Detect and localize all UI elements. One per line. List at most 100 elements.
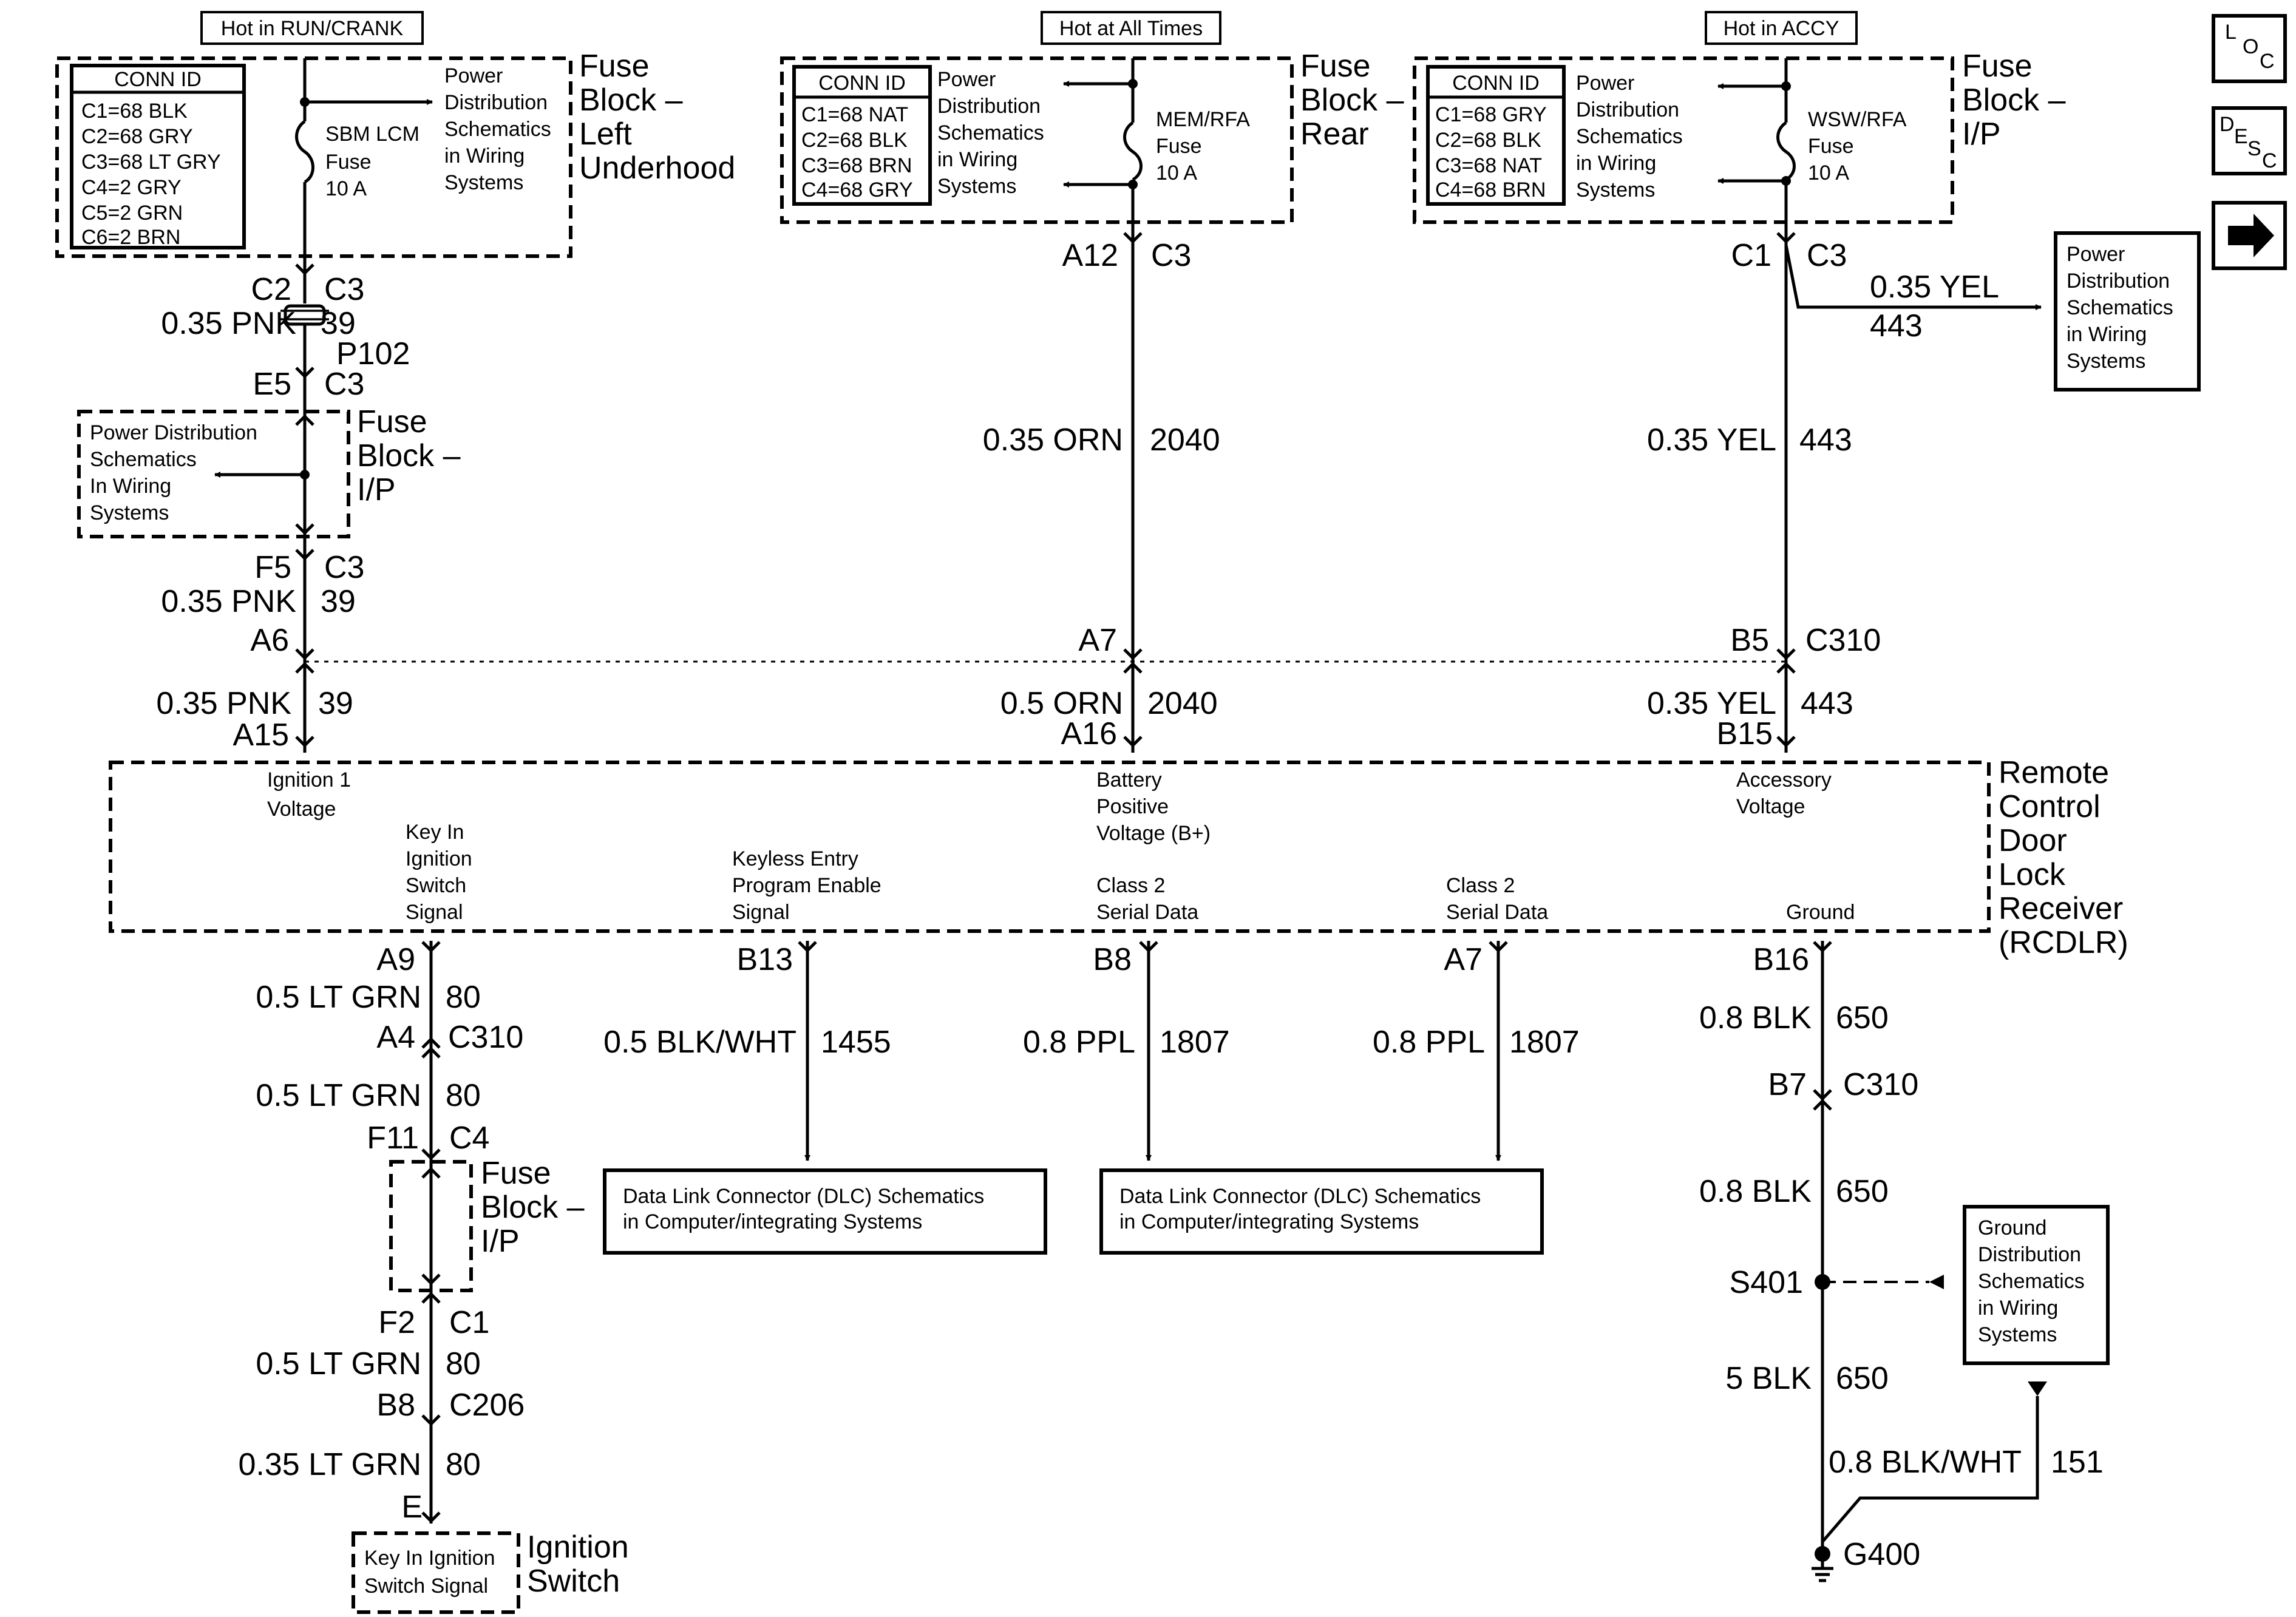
loc-button[interactable]: L O C bbox=[2212, 14, 2287, 83]
svg-text:A15: A15 bbox=[233, 717, 289, 753]
svg-text:0.35 PNK: 0.35 PNK bbox=[161, 306, 296, 341]
svg-text:Fuse: Fuse bbox=[1300, 49, 1371, 84]
svg-text:C3=68 NAT: C3=68 NAT bbox=[1435, 154, 1542, 177]
svg-text:Schematics: Schematics bbox=[937, 121, 1044, 144]
svg-text:B8: B8 bbox=[376, 1388, 415, 1423]
next-page-button[interactable] bbox=[2212, 201, 2287, 270]
wire-circuit-80: A9 0.5 LT GRN 80 A4 C310 0.5 LT GRN 80 F… bbox=[238, 941, 585, 1525]
svg-text:1807: 1807 bbox=[1509, 1025, 1580, 1060]
svg-text:Block –: Block – bbox=[579, 83, 683, 118]
svg-text:S401: S401 bbox=[1730, 1265, 1803, 1300]
power-source-run-crank-label: Hot in RUN/CRANK bbox=[221, 17, 404, 40]
svg-text:Schematics: Schematics bbox=[444, 118, 551, 141]
svg-text:Serial Data: Serial Data bbox=[1446, 901, 1548, 924]
svg-text:C206: C206 bbox=[449, 1388, 525, 1423]
svg-text:B7: B7 bbox=[1768, 1067, 1807, 1102]
svg-text:O: O bbox=[2243, 35, 2258, 58]
svg-text:CONN ID: CONN ID bbox=[818, 72, 906, 95]
svg-text:Door: Door bbox=[1999, 823, 2067, 858]
svg-text:Data Link Connector (DLC) Sche: Data Link Connector (DLC) Schematics bbox=[623, 1185, 984, 1208]
svg-text:2040: 2040 bbox=[1147, 686, 1218, 721]
wire-circuit-650: B16 0.8 BLK 650 B7 C310 0.8 BLK 650 S401… bbox=[1699, 941, 2104, 1582]
svg-text:C310: C310 bbox=[448, 1020, 523, 1055]
dlc-ref-box-2: Data Link Connector (DLC) Schematics in … bbox=[1099, 1168, 1544, 1255]
svg-text:Schematics: Schematics bbox=[2067, 296, 2173, 319]
svg-text:Systems: Systems bbox=[2067, 350, 2145, 373]
svg-text:Switch: Switch bbox=[406, 874, 466, 897]
svg-text:MEM/RFA: MEM/RFA bbox=[1156, 108, 1250, 131]
svg-text:A12: A12 bbox=[1062, 238, 1118, 273]
svg-text:Block –: Block – bbox=[1300, 83, 1404, 118]
svg-text:C3: C3 bbox=[324, 272, 364, 307]
svg-text:A9: A9 bbox=[376, 942, 415, 977]
fuse-block-ip-small bbox=[389, 1160, 473, 1292]
svg-text:(RCDLR): (RCDLR) bbox=[1999, 925, 2128, 960]
svg-text:Rear: Rear bbox=[1300, 117, 1369, 152]
power-source-all-times-label: Hot at All Times bbox=[1059, 17, 1203, 40]
svg-text:Receiver: Receiver bbox=[1999, 891, 2123, 926]
svg-text:A16: A16 bbox=[1061, 716, 1117, 751]
svg-text:C2=68 BLK: C2=68 BLK bbox=[801, 129, 908, 152]
svg-text:G400: G400 bbox=[1843, 1537, 1920, 1572]
svg-text:Systems: Systems bbox=[90, 501, 169, 524]
svg-text:Fuse: Fuse bbox=[1156, 135, 1202, 158]
svg-text:in Wiring: in Wiring bbox=[937, 148, 1017, 171]
svg-text:0.35 PNK: 0.35 PNK bbox=[161, 584, 296, 619]
wire-circuit-1455: B13 0.5 BLK/WHT 1455 bbox=[603, 941, 891, 1161]
svg-text:F5: F5 bbox=[254, 550, 291, 585]
svg-text:C6=2 BRN: C6=2 BRN bbox=[81, 226, 180, 249]
svg-text:SBM LCM: SBM LCM bbox=[325, 123, 419, 146]
svg-text:B15: B15 bbox=[1716, 716, 1773, 751]
svg-text:1455: 1455 bbox=[821, 1025, 891, 1060]
svg-text:Lock: Lock bbox=[1999, 857, 2066, 892]
svg-text:Signal: Signal bbox=[406, 901, 463, 924]
svg-text:Systems: Systems bbox=[1978, 1323, 2057, 1346]
svg-text:C5=2 GRN: C5=2 GRN bbox=[81, 202, 183, 225]
dlc-ref-box-1: Data Link Connector (DLC) Schematics in … bbox=[603, 1168, 1047, 1255]
svg-text:C: C bbox=[2260, 50, 2275, 73]
svg-text:Fuse: Fuse bbox=[1962, 49, 2033, 84]
ignition-switch: Key In Ignition Switch Signal Ignition S… bbox=[352, 1530, 629, 1614]
svg-text:Fuse: Fuse bbox=[357, 404, 427, 439]
power-source-all-times: Hot at All Times bbox=[1041, 11, 1221, 45]
svg-text:0.35 ORN: 0.35 ORN bbox=[983, 422, 1123, 458]
ground-distribution-ref-box: Ground Distribution Schematics in Wiring… bbox=[1963, 1205, 2110, 1365]
svg-text:C1=68 GRY: C1=68 GRY bbox=[1435, 103, 1547, 126]
svg-text:A6: A6 bbox=[250, 623, 289, 658]
svg-text:Block –: Block – bbox=[1962, 83, 2066, 118]
svg-text:0.35 YEL: 0.35 YEL bbox=[1647, 422, 1776, 458]
svg-text:Control: Control bbox=[1999, 789, 2101, 824]
desc-button[interactable]: D E S C bbox=[2212, 106, 2287, 175]
wire-circuit-39-lower: F5 C3 0.35 PNK 39 A6 0.35 PNK 39 A15 bbox=[156, 537, 364, 753]
wire-circuit-443: C1 C3 0.35 YEL 443 0.35 YEL 443 B5 C310 … bbox=[1647, 232, 2042, 753]
svg-text:0.5 LT GRN: 0.5 LT GRN bbox=[256, 980, 421, 1015]
svg-text:1807: 1807 bbox=[1160, 1025, 1230, 1060]
desc-icon: D bbox=[2220, 113, 2235, 136]
svg-text:C3: C3 bbox=[1151, 238, 1191, 273]
svg-text:Underhood: Underhood bbox=[579, 151, 735, 186]
power-source-accy-label: Hot in ACCY bbox=[1724, 17, 1839, 40]
svg-text:443: 443 bbox=[1870, 308, 1923, 344]
fuse-icon bbox=[295, 120, 314, 184]
svg-text:F2: F2 bbox=[378, 1305, 415, 1340]
svg-text:Positive: Positive bbox=[1096, 795, 1169, 818]
svg-text:C1: C1 bbox=[449, 1305, 489, 1340]
svg-text:P102: P102 bbox=[336, 336, 410, 371]
svg-text:0.8 PPL: 0.8 PPL bbox=[1023, 1025, 1135, 1060]
svg-text:B13: B13 bbox=[736, 942, 793, 977]
svg-text:CONN ID: CONN ID bbox=[114, 68, 202, 91]
svg-text:0.8 PPL: 0.8 PPL bbox=[1373, 1025, 1485, 1060]
svg-text:Keyless Entry: Keyless Entry bbox=[732, 847, 858, 870]
svg-text:0.8 BLK: 0.8 BLK bbox=[1699, 1174, 1812, 1209]
svg-text:Class 2: Class 2 bbox=[1096, 874, 1165, 897]
svg-text:80: 80 bbox=[446, 1447, 481, 1482]
svg-text:650: 650 bbox=[1836, 1361, 1889, 1396]
svg-text:80: 80 bbox=[446, 1078, 481, 1113]
svg-text:0.35 LT GRN: 0.35 LT GRN bbox=[238, 1447, 421, 1482]
svg-text:10 A: 10 A bbox=[1156, 161, 1197, 185]
svg-text:10 A: 10 A bbox=[325, 177, 367, 200]
svg-text:Ignition: Ignition bbox=[406, 847, 472, 870]
svg-text:Block –: Block – bbox=[481, 1190, 585, 1225]
svg-text:Schematics: Schematics bbox=[90, 448, 197, 471]
